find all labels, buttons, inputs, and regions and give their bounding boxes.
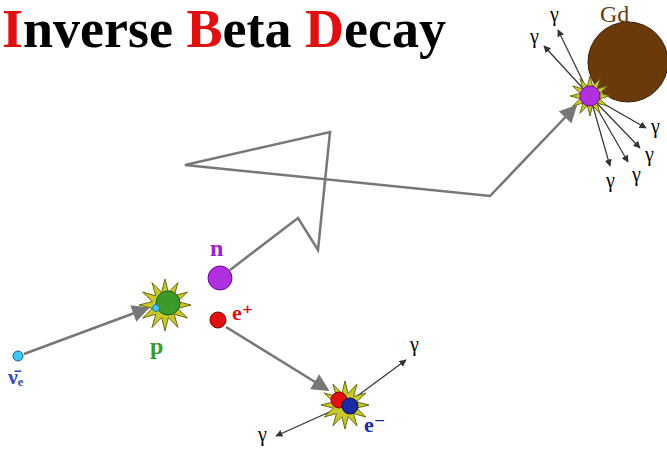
gamma-label: γ (645, 144, 654, 164)
gamma-label: γ (258, 424, 267, 444)
gamma-label: γ (606, 170, 615, 190)
annihilation-burst (321, 381, 369, 429)
neutrino-path (24, 308, 148, 354)
interaction-burst (139, 279, 191, 331)
particle-label: ν̄ₑ (8, 366, 24, 388)
gamma-label: γ (410, 334, 419, 354)
antineutrino (13, 351, 23, 361)
gamma-label: γ (530, 26, 539, 46)
proton (156, 291, 180, 315)
element-label: Gd (600, 2, 629, 26)
neutron (580, 86, 600, 106)
capture-burst (570, 76, 610, 116)
title: Inverse Beta Decay (2, 2, 446, 56)
particle-label: n (210, 236, 223, 260)
particle-label: e⁻ (364, 414, 385, 436)
gamma-label: γ (550, 4, 559, 24)
particle-label: e⁺ (232, 302, 253, 324)
positron (210, 312, 226, 328)
neutron (208, 266, 232, 290)
gamma-label: γ (632, 164, 641, 184)
particle-label: p (150, 334, 163, 358)
electron (342, 398, 358, 414)
antineutrino-hit (153, 305, 160, 312)
neutron-path (185, 106, 576, 270)
positron-path (226, 327, 328, 390)
gamma-label: γ (651, 116, 660, 136)
